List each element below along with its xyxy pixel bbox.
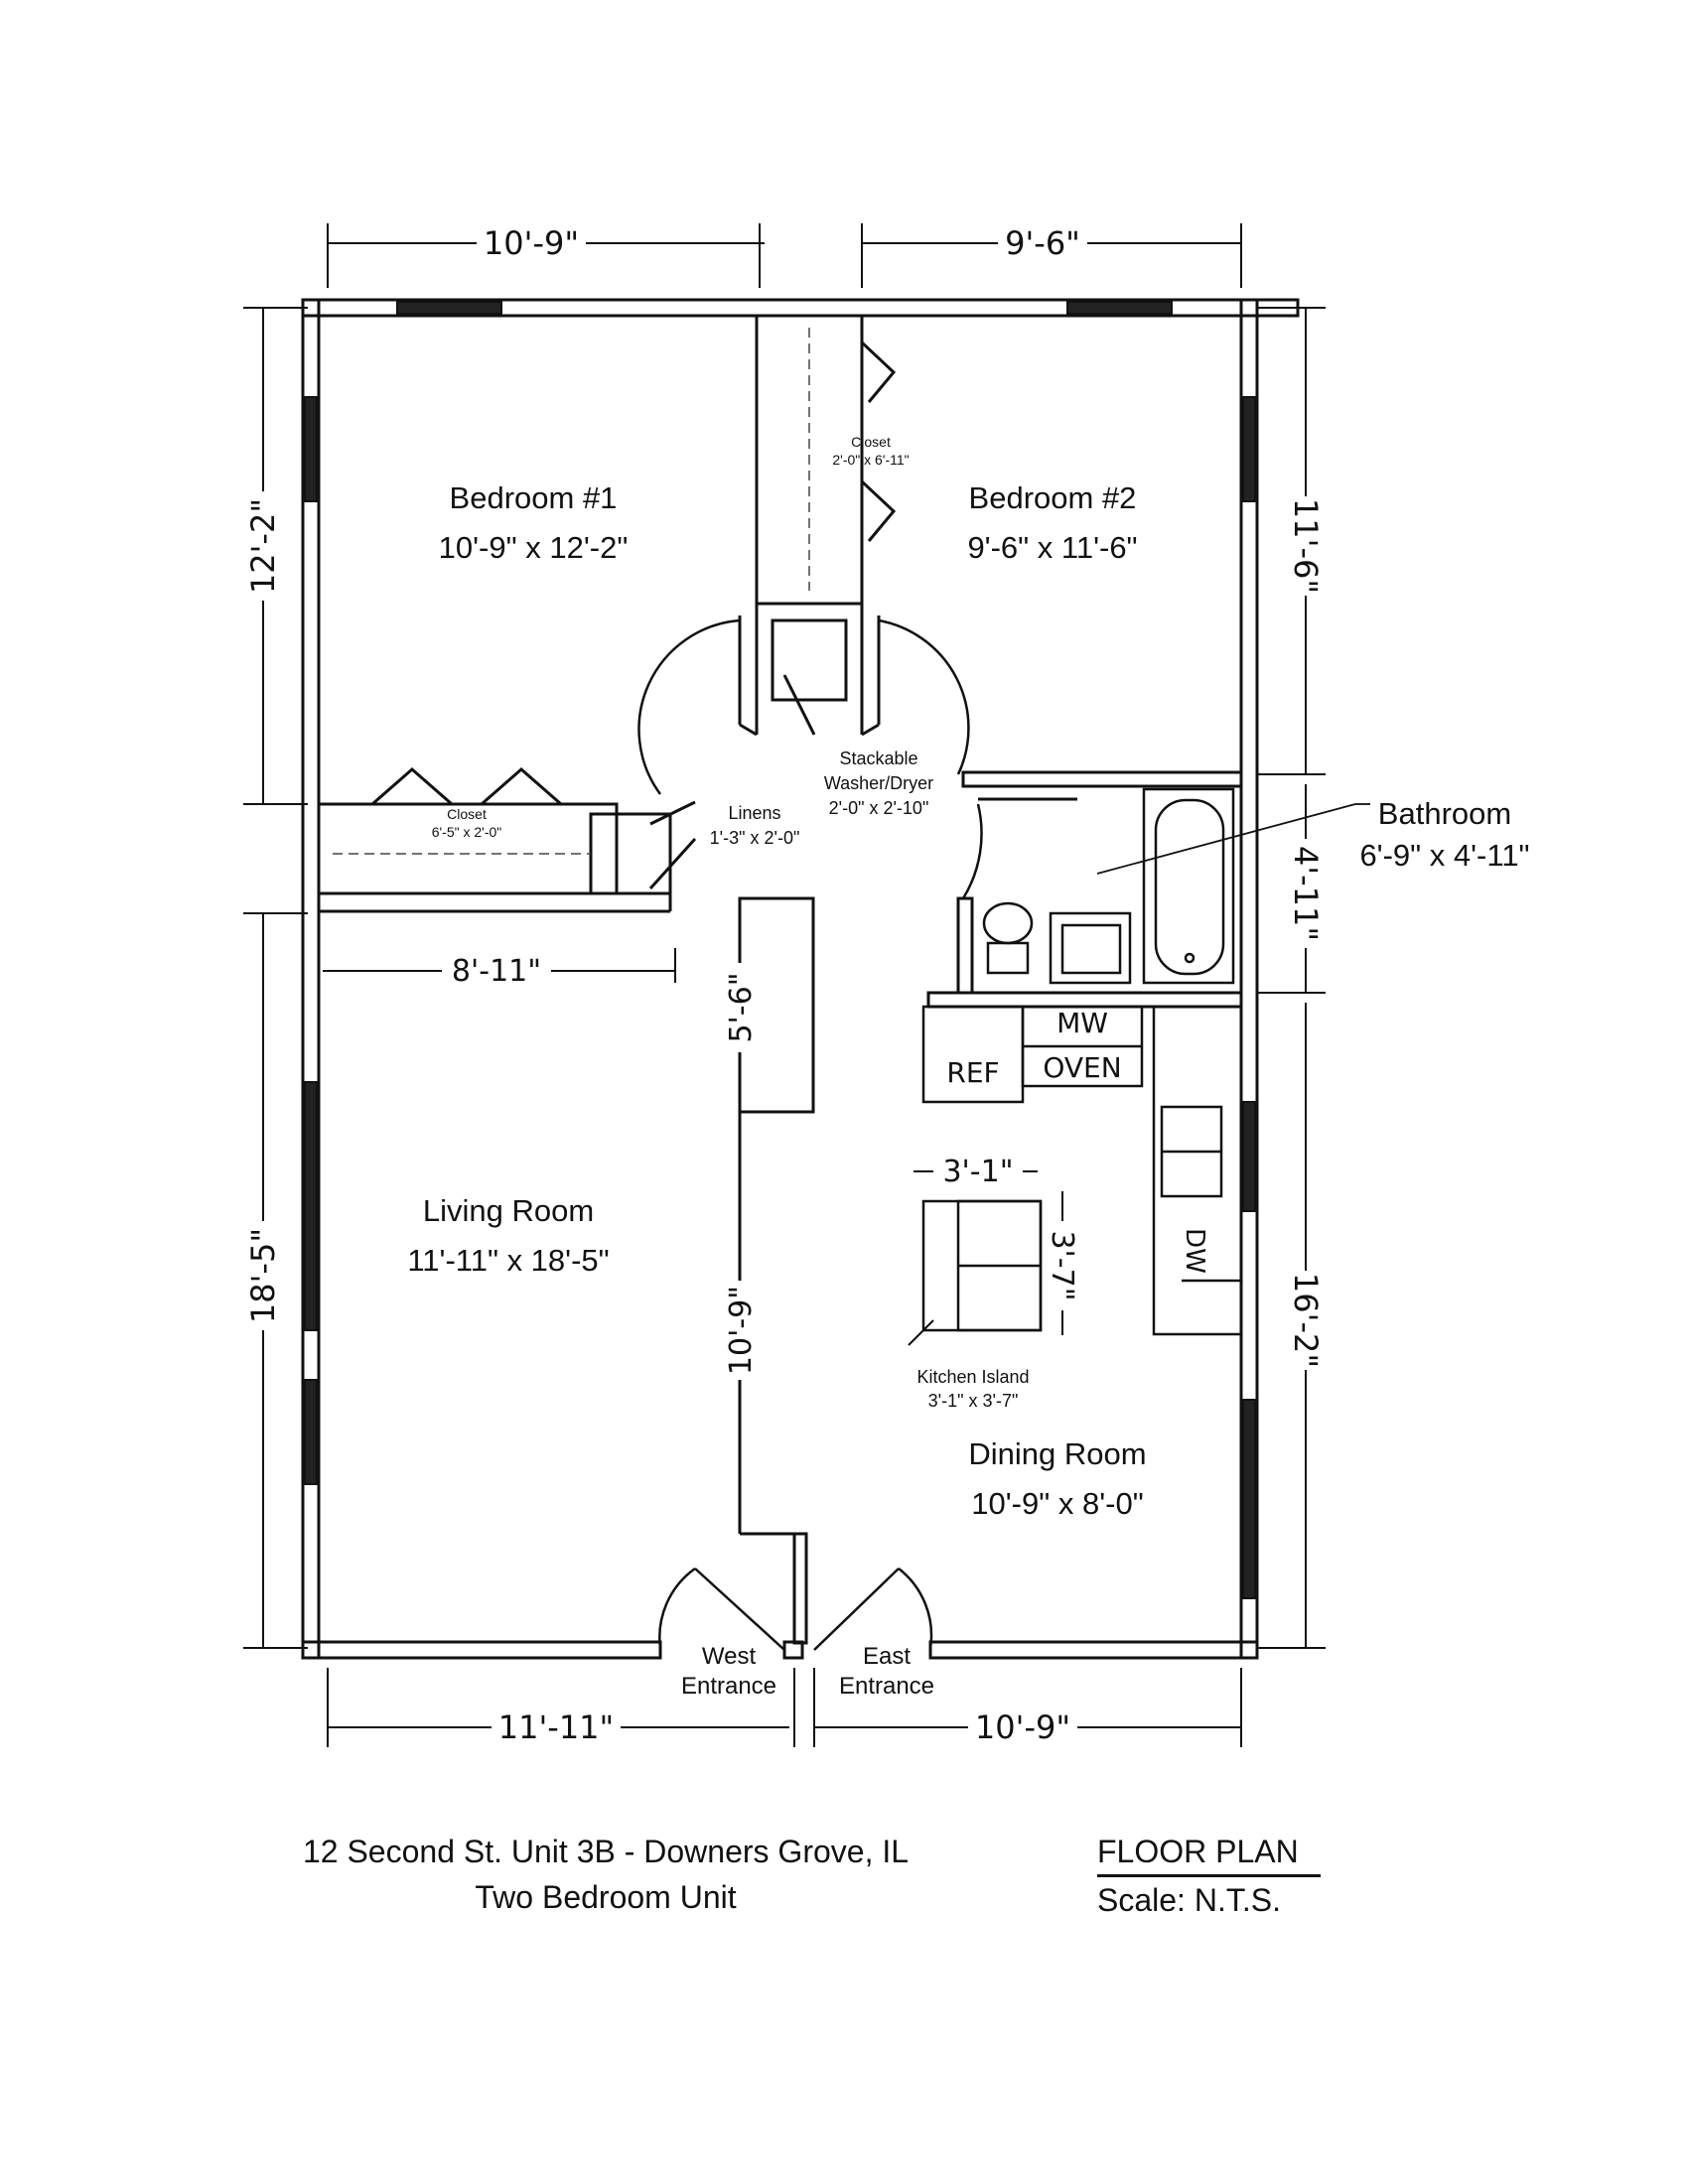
title-block-address: 12 Second St. Unit 3B - Downers Grove, I… (278, 1829, 933, 1920)
kitchen-island-label: Kitchen Island (916, 1367, 1029, 1387)
dim-right-lower: 16'-2" (1287, 1273, 1325, 1368)
bifold-door-bedroom2-closet (860, 341, 897, 542)
dim-bottom-left: 11'-11" (498, 1708, 615, 1746)
dim-partition-lower: 10'-9" (724, 1286, 759, 1375)
washer-label-line1: Stackable (839, 749, 917, 768)
bedroom1-label: Bedroom #1 (450, 480, 618, 515)
bedroom2-closet-label: Closet (851, 434, 891, 450)
dim-left-upper: 12'-2" (244, 498, 282, 594)
bedroom2-label: Bedroom #2 (969, 480, 1137, 515)
plan-label: FLOOR PLAN (1097, 1829, 1321, 1877)
dim-partition-upper: 5'-6" (724, 972, 759, 1042)
living-room-size: 11'-11" x 18'-5" (407, 1243, 609, 1278)
dimension-lines (243, 223, 1326, 1747)
dim-island-depth: 3'-7" (1045, 1230, 1079, 1300)
washer-size: 2'-0" x 2'-10" (829, 798, 929, 818)
dim-top-left: 10'-9" (484, 224, 579, 262)
scale-label: Scale: N.T.S. (1097, 1882, 1281, 1918)
west-entrance-label-line1: West (702, 1643, 757, 1670)
bedroom1-closet-label: Closet (447, 806, 487, 822)
linens-size: 1'-3" x 2'-0" (710, 828, 800, 848)
dim-right-middle: 4'-11" (1287, 846, 1325, 941)
kitchen-appliances (921, 1005, 1243, 1336)
bedroom1-closet-size: 6'-5" x 2'-0" (432, 824, 502, 840)
interior-walls (317, 314, 1243, 1645)
bedroom1-size: 10'-9" x 12'-2" (439, 530, 629, 565)
dim-left-lower: 18'-5" (244, 1228, 282, 1323)
dimension-labels: 10'-9" 9'-6" 12'-2" 18'-5" 11'-6" 4'-11"… (244, 224, 1325, 1746)
title-block-plan: FLOOR PLAN Scale: N.T.S. (1097, 1829, 1321, 1923)
kitchen-island-size: 3'-1" x 3'-7" (928, 1391, 1019, 1411)
bedroom2-closet-size: 2'-0" x 6'-11" (832, 452, 909, 468)
windows (304, 301, 1256, 1599)
dim-bottom-right: 10'-9" (975, 1708, 1070, 1746)
bathroom-size: 6'-9" x 4'-11" (1359, 838, 1529, 873)
kitchen-island (921, 1199, 1043, 1332)
washer-label-line2: Washer/Dryer (824, 773, 933, 793)
east-entrance-label-line2: Entrance (839, 1673, 934, 1700)
closet-rails (333, 328, 810, 855)
west-entrance-label-line2: Entrance (681, 1673, 776, 1700)
leader-lines (1096, 803, 1370, 875)
bifold-door-bedroom1-closet (371, 767, 562, 806)
dim-right-upper: 11'-6" (1287, 498, 1325, 594)
linens-label: Linens (728, 803, 780, 823)
dining-room-label: Dining Room (968, 1436, 1146, 1471)
dim-top-right: 9'-6" (1005, 224, 1080, 262)
bathroom-label: Bathroom (1378, 796, 1511, 831)
address-line: 12 Second St. Unit 3B - Downers Grove, I… (302, 1834, 910, 1869)
dim-closet-width: 8'-11" (452, 954, 541, 989)
refrigerator-label: REF (946, 1056, 999, 1089)
living-room-label: Living Room (423, 1193, 594, 1228)
linens-door (648, 800, 697, 890)
door-swings (637, 618, 983, 1651)
dim-island-width: 3'-1" (942, 1155, 1013, 1189)
unit-type-line: Two Bedroom Unit (475, 1879, 737, 1915)
bedroom2-size: 9'-6" x 11'-6" (967, 530, 1137, 565)
east-entrance-label-line1: East (863, 1643, 911, 1670)
oven-label: OVEN (1043, 1051, 1121, 1084)
bathroom-fixtures (982, 787, 1235, 985)
dining-room-size: 10'-9" x 8'-0" (971, 1486, 1143, 1521)
microwave-label: MW (1056, 1007, 1108, 1039)
dishwasher-label: DW (1180, 1228, 1209, 1274)
